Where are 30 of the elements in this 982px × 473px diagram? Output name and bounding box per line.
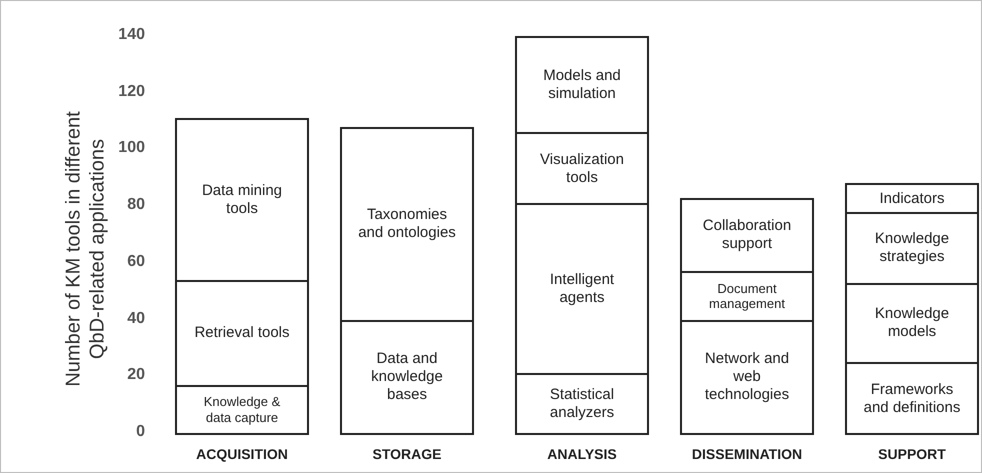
axis-title: Number of KM tools in different QbD-related applications	[61, 110, 109, 389]
bar-segment: Knowledge & data capture	[175, 384, 309, 435]
category-label: STORAGE	[372, 446, 442, 462]
tick-label: 140	[117, 26, 145, 44]
bar-segment: Collaboration support	[680, 198, 814, 274]
category-label: DISSEMINATION	[690, 446, 804, 462]
bar-segment: Retrieval tools	[175, 280, 309, 387]
bar-segment: Data mining tools	[175, 118, 309, 282]
bar-segment: Visualization tools	[515, 132, 649, 206]
bar-segment: Network and web technologies	[680, 320, 814, 435]
bar-segment: Statistical analyzers	[515, 373, 649, 435]
category-label: SUPPORT	[877, 446, 947, 462]
bar-segment: Frameworks and definitions	[845, 362, 979, 435]
tick-label: 80	[126, 196, 145, 214]
bar-segment: Document management	[680, 271, 814, 322]
tick-label: 20	[126, 366, 145, 384]
tick-label: 40	[126, 310, 145, 328]
bar-segment: Models and simulation	[515, 36, 649, 134]
bar-segment: Knowledge models	[845, 282, 979, 364]
bar-segment: Indicators	[845, 183, 979, 214]
tick-label: 100	[117, 139, 145, 158]
tick-label: 60	[126, 252, 145, 271]
bar-segment: Data and knowledge bases	[340, 320, 474, 435]
bar-segment: Intelligent agents	[515, 203, 649, 376]
tick-label: 120	[117, 82, 145, 101]
tick-label: 0	[135, 423, 145, 441]
bar-segment: Knowledge strategies	[845, 212, 979, 285]
bar-segment: Taxonomies and ontologies	[340, 126, 474, 322]
category-label: ACQUISITION	[195, 446, 289, 462]
category-label: ANALYSIS	[546, 446, 618, 462]
